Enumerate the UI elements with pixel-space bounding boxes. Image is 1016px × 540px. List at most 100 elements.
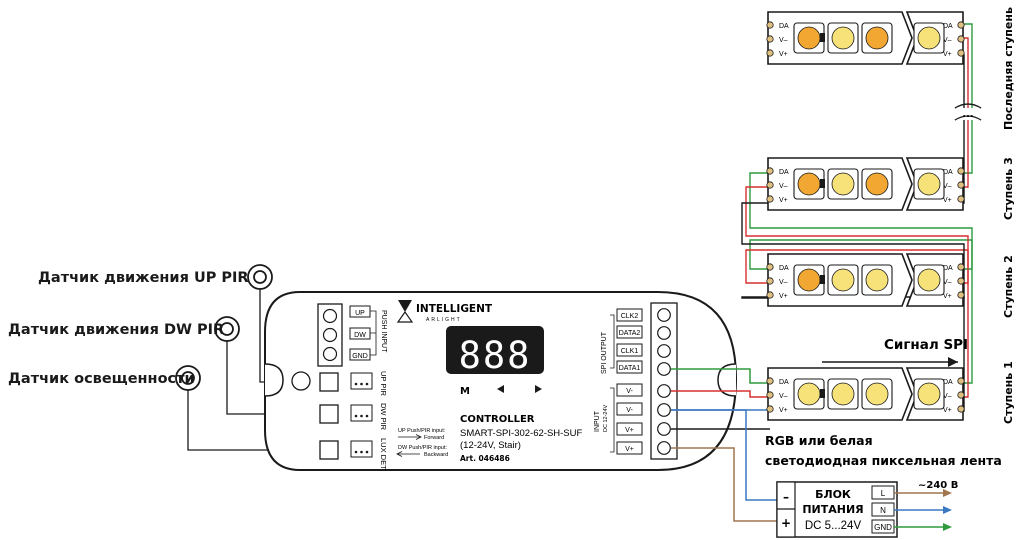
sensor-labels: Датчик движения UP PIR Датчик движения D…: [8, 270, 249, 387]
step-1-label: Ступень 1: [1002, 361, 1015, 424]
led-chip: [917, 382, 941, 406]
input-title: INPUT: [594, 410, 601, 432]
led-chip: [797, 26, 821, 50]
mains-wires: [894, 492, 945, 528]
led-chip: [831, 268, 855, 292]
port-dw-pir-label: DW PIR: [379, 403, 388, 431]
push-input-screws: [322, 308, 338, 362]
input-v-minus-1: V-: [626, 388, 633, 395]
resistor-icon: [820, 389, 825, 398]
strip-pin-label: DA: [779, 265, 789, 272]
push-input-title: PUSH INPUT: [380, 310, 387, 353]
dw-input-note: DW Push/PIR input:: [398, 445, 447, 451]
spi-clk2-label: CLK2: [621, 313, 639, 320]
solder-pad: [957, 263, 965, 271]
led-chip: [865, 268, 889, 292]
solder-pad: [766, 167, 774, 175]
intelligent-logo-icon: [396, 300, 414, 323]
solder-pad: [957, 181, 965, 189]
solder-pad: [957, 49, 965, 57]
strip-pin-label: V+: [779, 51, 788, 58]
strip-pin-label: V–: [779, 183, 788, 190]
ellipsis: ...: [962, 109, 973, 120]
led-chip: [865, 382, 889, 406]
led-chip: [917, 172, 941, 196]
left-arrow-icon[interactable]: [497, 385, 504, 393]
strip-pin-label: V+: [943, 407, 952, 414]
led-strip-step-1: DAV–V+DAV–V+: [766, 367, 965, 421]
solder-pad: [766, 405, 774, 413]
solder-pad: [766, 195, 774, 203]
port-lux-det-label: LUX DET: [379, 438, 388, 470]
solder-pad: [766, 263, 774, 271]
power-supply: – + БЛОК ПИТАНИЯ DC 5...24V L N GND: [776, 481, 898, 538]
led-chip: [797, 382, 821, 406]
controller-to-psu-wires: [671, 409, 780, 522]
mains-arrowheads: [943, 489, 952, 531]
led-chip: [797, 268, 821, 292]
led-chip: [831, 172, 855, 196]
strip-caption-line1: RGB или белая: [765, 433, 873, 448]
spi-output-title: SPI OUTPUT: [601, 331, 608, 374]
led-chip: [917, 26, 941, 50]
psu-minus: –: [783, 490, 789, 504]
resistor-icon: [820, 33, 825, 42]
psu-plus: +: [781, 516, 791, 530]
brand-sub: ARLIGHT: [426, 317, 462, 323]
spi-output-pins: [616, 308, 643, 374]
led-chip: [797, 172, 821, 196]
led-strip-step-2: DAV–V+DAV–V+: [766, 253, 965, 307]
signal-arrowhead-icon: [948, 357, 958, 367]
dw-pir-sensor-label: Датчик движения DW PIR: [8, 322, 224, 338]
strip-caption-line2: светодиодная пиксельная лента: [765, 453, 1002, 468]
strip-pin-label: V–: [943, 393, 952, 400]
strip-pin-label: V+: [779, 197, 788, 204]
solder-pad: [957, 21, 965, 29]
controller: UP DW GND PUSH INPUT UP PIR DW PIR LUX D…: [264, 291, 738, 471]
strip-pin-label: V–: [779, 279, 788, 286]
led-chip: [917, 268, 941, 292]
solder-pad: [957, 195, 965, 203]
input-v-plus-1: V+: [625, 427, 634, 434]
solder-pad: [957, 377, 965, 385]
input-voltage: DC 12-24V: [603, 404, 609, 432]
menu-button[interactable]: M: [460, 386, 470, 397]
led-strips: DAV–V+DAV–V+DAV–V+DAV–V+DAV–V+DAV–V+DAV–…: [766, 11, 965, 421]
right-arrow-icon[interactable]: [535, 385, 542, 393]
strip-pin-label: V–: [779, 37, 788, 44]
solder-pad: [957, 405, 965, 413]
push-input-labels: UP DW GND PUSH INPUT: [349, 305, 387, 361]
sensor-port-terminals: [319, 372, 339, 460]
solder-pad: [957, 167, 965, 175]
strip-pin-label: V+: [779, 407, 788, 414]
push-gnd-label: GND: [352, 353, 368, 360]
input-v-plus-2: V+: [625, 446, 634, 453]
strip-pin-label: V–: [943, 279, 952, 286]
solder-pad: [766, 181, 774, 189]
spi-data1-label: DATA1: [619, 365, 641, 372]
up-pir-sensor-label: Датчик движения UP PIR: [38, 270, 249, 286]
last-step-label: Последняя ступень: [1002, 7, 1015, 130]
strip-pin-label: DA: [943, 379, 953, 386]
input-pins: [616, 383, 643, 455]
solder-pad: [957, 35, 965, 43]
solder-pad: [957, 391, 965, 399]
controller-model: SMART-SPI-302-62-SH-SUF: [460, 428, 582, 439]
strip-pin-label: DA: [779, 169, 789, 176]
spi-data2-label: DATA2: [619, 330, 641, 337]
solder-pad: [766, 277, 774, 285]
led-strip-step-4: DAV–V+DAV–V+: [766, 11, 965, 65]
up-pir-sensor-icon: [247, 264, 273, 290]
wire-break-lines: [954, 103, 982, 121]
psu-terminal-gnd: GND: [874, 523, 892, 532]
strip-pin-label: DA: [943, 23, 953, 30]
resistor-icon: [820, 275, 825, 284]
solder-pad: [957, 277, 965, 285]
controller-article: Art. 046486: [460, 454, 510, 463]
up-input-direction: Forward: [424, 435, 444, 441]
step-3-label: Ступень 3: [1002, 157, 1015, 220]
strip-pin-label: DA: [943, 265, 953, 272]
solder-pad: [766, 35, 774, 43]
psu-title-1: БЛОК: [815, 488, 851, 501]
